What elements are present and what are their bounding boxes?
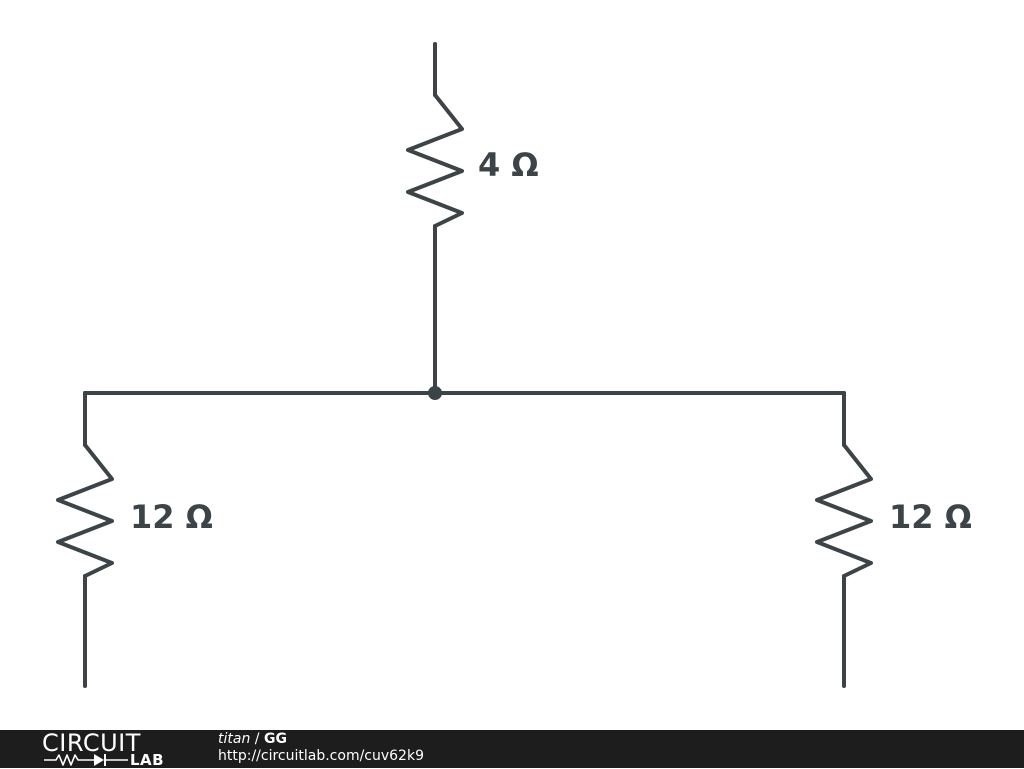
circuitlab-logo[interactable]: CIRCUIT LAB bbox=[42, 729, 182, 769]
author-name[interactable]: titan bbox=[218, 731, 251, 747]
resistor-label-right: 12 Ω bbox=[889, 498, 972, 536]
logo-lab-text: LAB bbox=[130, 751, 165, 769]
junction-node bbox=[428, 386, 442, 400]
footer-bar: CIRCUIT LAB titan / GG http://circuitlab… bbox=[0, 730, 1024, 768]
circuit-schematic: 4 Ω 12 Ω 12 Ω bbox=[56, 42, 972, 688]
circuit-title-line: titan / GG bbox=[218, 731, 424, 748]
resistor-label-top: 4 Ω bbox=[478, 146, 539, 184]
circuit-meta: titan / GG http://circuitlab.com/cuv62k9 bbox=[218, 731, 424, 765]
circuit-url[interactable]: http://circuitlab.com/cuv62k9 bbox=[218, 748, 424, 764]
resistor-label-left: 12 Ω bbox=[130, 498, 213, 536]
resistor-12-ohm-left[interactable] bbox=[56, 443, 114, 578]
logo-circuit-symbol-icon bbox=[44, 754, 128, 766]
title-separator: / bbox=[250, 731, 264, 747]
logo-circuit-text: CIRCUIT bbox=[42, 729, 141, 757]
resistor-4-ohm[interactable] bbox=[406, 93, 464, 228]
circuit-name[interactable]: GG bbox=[263, 731, 287, 747]
resistor-12-ohm-right[interactable] bbox=[815, 443, 873, 578]
